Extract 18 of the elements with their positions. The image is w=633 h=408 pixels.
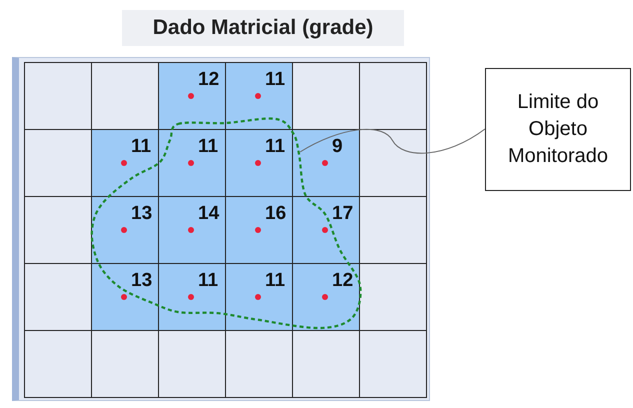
cell-value: 11 <box>265 271 286 291</box>
cell-value: 13 <box>131 271 152 291</box>
callout-box: Limite do Objeto Monitorado <box>485 68 631 191</box>
cell-value: 12 <box>332 271 354 291</box>
cell-value: 14 <box>198 204 220 224</box>
leader-line <box>300 128 486 154</box>
cell-value: 9 <box>332 137 343 157</box>
cell-value: 11 <box>265 70 286 90</box>
cell-value: 11 <box>198 137 218 157</box>
diagram-title: Dado Matricial (grade) <box>122 10 404 46</box>
cell-value: 11 <box>265 137 286 157</box>
cell-value: 12 <box>198 70 220 90</box>
cell-value: 13 <box>131 204 152 224</box>
cell-value: 16 <box>265 204 286 224</box>
cell-value: 11 <box>198 271 218 291</box>
boundary-outline <box>90 117 362 330</box>
cell-value: 11 <box>131 137 152 157</box>
cell-value: 17 <box>332 204 354 224</box>
